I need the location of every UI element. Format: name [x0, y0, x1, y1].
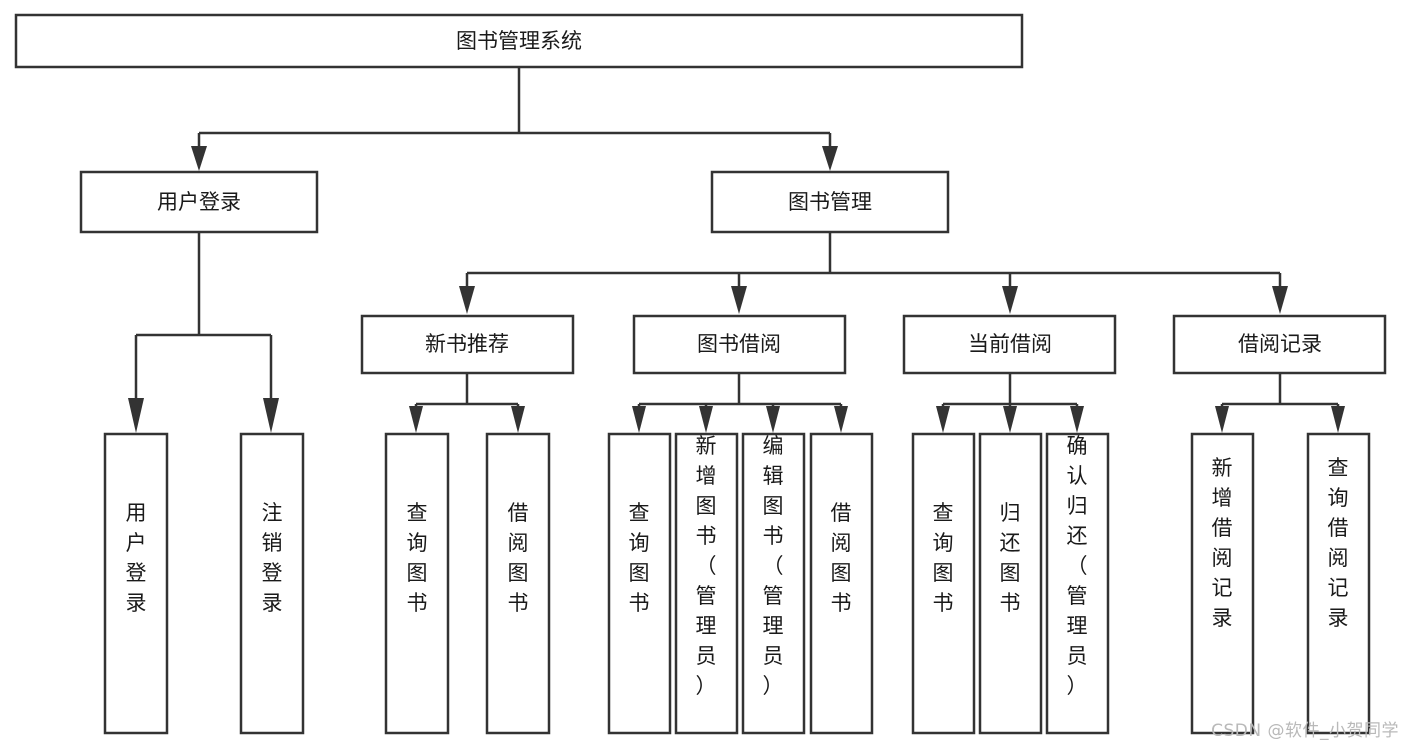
- node-leaf-return-book-label: 归还图书: [1000, 501, 1021, 615]
- node-leaf-user-login-box[interactable]: [103, 432, 169, 735]
- arrow-head-icon: [511, 406, 525, 433]
- node-current-borrow-box[interactable]: [902, 314, 1117, 375]
- connector-group-borrow-record: [1215, 373, 1345, 433]
- node-leaf-user-logout[interactable]: 注销登录: [239, 432, 305, 735]
- node-leaf-add-record-box[interactable]: [1190, 432, 1255, 735]
- node-new-book-recommend-label: 新书推荐: [425, 332, 509, 356]
- node-leaf-borrow-book-1-box[interactable]: [485, 432, 551, 735]
- connector-group-current-borrow: [936, 373, 1084, 433]
- node-leaf-query-record[interactable]: 查询借阅记录: [1306, 432, 1371, 735]
- arrow-head-icon: [766, 406, 780, 433]
- node-book-borrow-label: 图书借阅: [697, 332, 781, 356]
- node-root[interactable]: 图书管理系统: [14, 13, 1024, 69]
- node-leaf-confirm-return-box[interactable]: [1045, 432, 1110, 735]
- arrow-head-icon: [1215, 406, 1229, 433]
- node-book-borrow[interactable]: 图书借阅: [632, 314, 847, 375]
- arrow-head-icon: [632, 406, 646, 433]
- node-leaf-query-book-2[interactable]: 查询图书: [607, 432, 672, 735]
- arrow-head-icon: [699, 406, 713, 433]
- node-leaf-query-book-1-box[interactable]: [384, 432, 450, 735]
- connector-group-book-borrow: [632, 373, 848, 433]
- node-borrow-record[interactable]: 借阅记录: [1172, 314, 1387, 375]
- node-leaf-confirm-return-label: 确认归还（管理员）: [1067, 434, 1088, 698]
- node-leaf-return-book[interactable]: 归还图书: [978, 432, 1043, 735]
- node-root-label: 图书管理系统: [456, 29, 582, 53]
- node-leaf-borrow-book-2[interactable]: 借阅图书: [809, 432, 874, 735]
- node-leaf-user-login[interactable]: 用户登录: [103, 432, 169, 735]
- node-leaf-return-book-box[interactable]: [978, 432, 1043, 735]
- node-leaf-add-record[interactable]: 新增借阅记录: [1190, 432, 1255, 735]
- node-leaf-user-logout-box[interactable]: [239, 432, 305, 735]
- node-leaf-confirm-return[interactable]: 确认归还（管理员）: [1045, 432, 1110, 735]
- node-leaf-edit-book-box[interactable]: [741, 432, 806, 735]
- node-user-login[interactable]: 用户登录: [79, 170, 319, 234]
- node-leaf-query-book-1-label: 查询图书: [407, 501, 428, 615]
- node-leaf-user-login-label: 用户登录: [126, 501, 147, 615]
- node-book-management-label: 图书管理: [788, 190, 872, 214]
- node-leaf-borrow-book-1-label: 借阅图书: [508, 501, 529, 615]
- node-leaf-query-record-label: 查询借阅记录: [1328, 456, 1349, 630]
- arrow-head-icon: [936, 406, 950, 433]
- node-book-management-box[interactable]: [710, 170, 950, 234]
- node-new-book-recommend[interactable]: 新书推荐: [360, 314, 575, 375]
- node-borrow-record-label: 借阅记录: [1238, 332, 1322, 356]
- connector-group-book-management: [459, 232, 1288, 314]
- connector-group-user-login: [128, 232, 279, 433]
- connector-group-new-book-recommend: [409, 373, 525, 433]
- arrow-head-icon: [834, 406, 848, 433]
- node-leaf-add-book-box[interactable]: [674, 432, 739, 735]
- connector-group-root: [191, 67, 838, 171]
- node-leaf-add-book-label: 新增图书（管理员）: [696, 434, 717, 698]
- node-leaf-borrow-book-2-box[interactable]: [809, 432, 874, 735]
- node-leaf-add-record-label: 新增借阅记录: [1212, 456, 1233, 630]
- node-leaf-edit-book-label: 编辑图书（管理员）: [763, 434, 784, 698]
- node-leaf-query-book-3-box[interactable]: [911, 432, 976, 735]
- arrow-head-icon: [731, 286, 747, 314]
- node-leaf-borrow-book-2-label: 借阅图书: [831, 501, 852, 615]
- node-leaf-user-logout-label: 注销登录: [262, 501, 283, 615]
- node-leaf-query-book-1[interactable]: 查询图书: [384, 432, 450, 735]
- arrow-head-icon: [1002, 286, 1018, 314]
- arrow-head-icon: [191, 146, 207, 171]
- arrow-head-icon: [1272, 286, 1288, 314]
- node-leaf-query-book-3[interactable]: 查询图书: [911, 432, 976, 735]
- node-new-book-recommend-box[interactable]: [360, 314, 575, 375]
- node-user-login-label: 用户登录: [157, 190, 241, 214]
- arrow-head-icon: [1070, 406, 1084, 433]
- arrow-head-icon: [1331, 406, 1345, 433]
- node-leaf-borrow-book-1[interactable]: 借阅图书: [485, 432, 551, 735]
- node-leaf-query-book-2-label: 查询图书: [629, 501, 650, 615]
- node-leaf-query-record-box[interactable]: [1306, 432, 1371, 735]
- node-borrow-record-box[interactable]: [1172, 314, 1387, 375]
- node-user-login-box[interactable]: [79, 170, 319, 234]
- node-leaf-query-book-3-label: 查询图书: [933, 501, 954, 615]
- csdn-watermark: CSDN @软件_小贺同学: [1211, 721, 1399, 741]
- arrow-head-icon: [822, 146, 838, 171]
- node-book-borrow-box[interactable]: [632, 314, 847, 375]
- node-root-box[interactable]: [14, 13, 1024, 69]
- node-book-management[interactable]: 图书管理: [710, 170, 950, 234]
- arrow-head-icon: [459, 286, 475, 314]
- node-leaf-query-book-2-box[interactable]: [607, 432, 672, 735]
- arrow-head-icon: [1003, 406, 1017, 433]
- arrow-head-icon: [263, 398, 279, 433]
- node-current-borrow-label: 当前借阅: [968, 332, 1052, 356]
- node-leaf-edit-book[interactable]: 编辑图书（管理员）: [741, 432, 806, 735]
- node-current-borrow[interactable]: 当前借阅: [902, 314, 1117, 375]
- node-leaf-add-book[interactable]: 新增图书（管理员）: [674, 432, 739, 735]
- arrow-head-icon: [128, 398, 144, 433]
- arrow-head-icon: [409, 406, 423, 433]
